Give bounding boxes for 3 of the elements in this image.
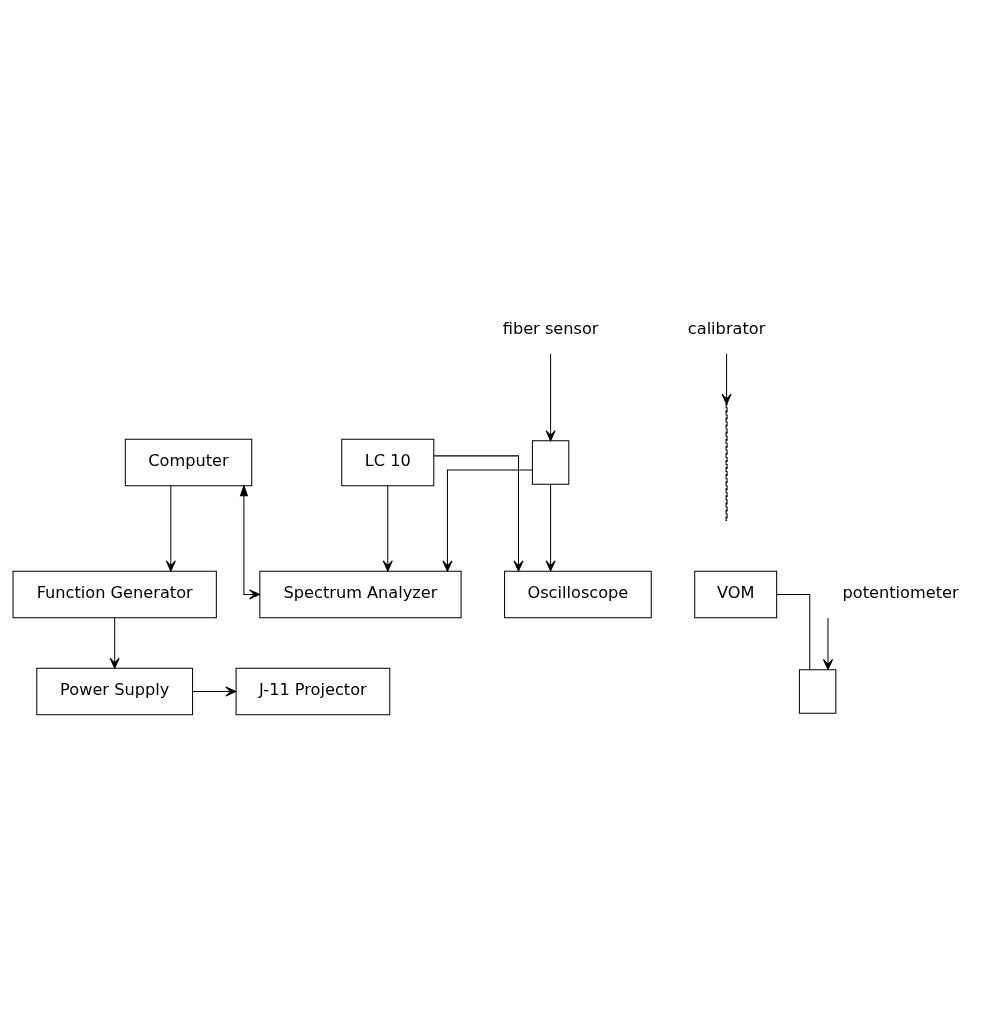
node-text: fiber sensor — [502, 319, 598, 339]
node-text: calibrator — [687, 319, 765, 339]
node-text: potentiometer — [842, 583, 959, 603]
